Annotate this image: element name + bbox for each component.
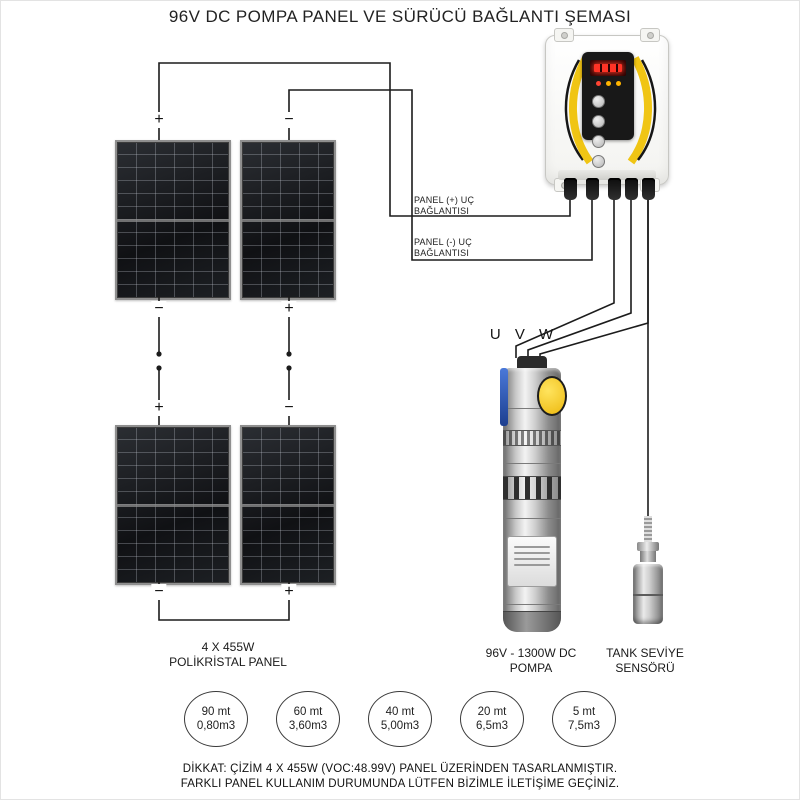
controller-button-icon xyxy=(592,135,605,148)
panel-negative-terminal-label: PANEL (-) UÇ BAĞLANTISI xyxy=(414,237,472,259)
solar-panel-4 xyxy=(240,425,336,585)
polarity-label: + xyxy=(151,112,167,128)
pump-nameplate xyxy=(507,536,557,587)
wire-pump-v xyxy=(527,196,632,360)
pump-yellow-sticker xyxy=(537,376,567,416)
badge-flow: 3,60m3 xyxy=(288,720,328,732)
badge-flow: 7,5m3 xyxy=(568,720,600,732)
caption-line: 4 X 455W xyxy=(201,640,255,654)
caption-line: SENSÖRÜ xyxy=(615,661,675,675)
status-led-icons xyxy=(582,81,634,86)
polarity-label: + xyxy=(151,400,167,416)
badge-depth: 5 mt xyxy=(572,706,596,718)
mounting-tab xyxy=(640,28,660,42)
tank-level-sensor xyxy=(628,516,668,628)
motor-terminals-label: U V W xyxy=(489,326,559,343)
pump-caption: 96V - 1300W DC POMPA xyxy=(486,646,577,676)
sensor-threaded-rod xyxy=(644,516,652,544)
pump-rib-section xyxy=(503,430,561,446)
polarity-label: − xyxy=(281,400,297,416)
polarity-label: − xyxy=(151,301,167,317)
controller-button-icon xyxy=(592,95,605,108)
pump-seam xyxy=(503,604,561,605)
capacity-badge: 90 mt 0,80m3 xyxy=(184,691,248,747)
yellow-swoosh-decoration xyxy=(564,56,657,165)
submersible-pump xyxy=(500,356,567,632)
polarity-label: − xyxy=(151,584,167,600)
capacity-badge: 40 mt 5,00m3 xyxy=(368,691,432,747)
sensor-float-body xyxy=(633,564,663,624)
cable-gland xyxy=(608,178,621,200)
pump-blue-cable xyxy=(500,368,508,426)
caption-line: POLİKRİSTAL PANEL xyxy=(169,655,287,669)
badge-flow: 5,00m3 xyxy=(380,720,420,732)
panel-positive-terminal-label: PANEL (+) UÇ BAĞLANTISI xyxy=(414,195,474,217)
sensor-collar xyxy=(640,551,656,562)
solar-panel-3 xyxy=(115,425,231,585)
warning-line: FARKLI PANEL KULLANIM DURUMUNDA LÜTFEN B… xyxy=(180,778,620,790)
cable-gland xyxy=(642,178,655,200)
label-line: BAĞLANTISI xyxy=(414,206,470,216)
caption-line: POMPA xyxy=(509,661,553,675)
pump-seam xyxy=(503,463,561,464)
pump-driver-controller xyxy=(545,28,669,192)
pump-seam xyxy=(503,518,561,519)
solar-panel-1 xyxy=(115,140,231,300)
polarity-label: − xyxy=(281,112,297,128)
warning-line: DİKKAT: ÇİZİM 4 X 455W (VOC:48.99V) PANE… xyxy=(182,763,618,775)
capacity-badge: 60 mt 3,60m3 xyxy=(276,691,340,747)
polarity-label: + xyxy=(281,584,297,600)
badge-depth: 20 mt xyxy=(477,706,507,718)
capacity-badge: 5 mt 7,5m3 xyxy=(552,691,616,747)
label-line: PANEL (+) UÇ xyxy=(414,195,475,205)
wire-pump-u xyxy=(515,196,615,358)
cable-gland xyxy=(625,178,638,200)
pump-motor-cap xyxy=(503,611,561,632)
wire-series-bottom-link xyxy=(158,581,290,621)
pump-seam xyxy=(503,408,561,409)
pump-cable-head xyxy=(517,356,547,371)
label-line: PANEL (-) UÇ xyxy=(414,237,472,247)
capacity-badges-row: 90 mt 0,80m3 60 mt 3,60m3 40 mt 5,00m3 2… xyxy=(0,691,800,747)
controller-display-panel xyxy=(582,52,634,168)
badge-flow: 6,5m3 xyxy=(476,720,508,732)
seven-segment-display xyxy=(590,60,626,76)
caption-line: 96V - 1300W DC xyxy=(485,646,577,660)
wire-panel-positive xyxy=(158,62,571,217)
label-line: BAĞLANTISI xyxy=(414,248,470,258)
caption-line: TANK SEVİYE xyxy=(606,646,684,660)
badge-depth: 90 mt xyxy=(201,706,231,718)
mounting-tab xyxy=(554,28,574,42)
controller-base-plate xyxy=(558,170,656,180)
controller-button-icon xyxy=(592,155,605,168)
sensor-caption: TANK SEVİYE SENSÖRÜ xyxy=(606,646,684,676)
badge-flow: 0,80m3 xyxy=(196,720,236,732)
badge-depth: 60 mt xyxy=(293,706,323,718)
connection-dots xyxy=(156,351,292,371)
cable-gland xyxy=(586,178,599,200)
warning-note: DİKKAT: ÇİZİM 4 X 455W (VOC:48.99V) PANE… xyxy=(0,762,800,792)
array-caption: 4 X 455W POLİKRİSTAL PANEL xyxy=(169,640,287,670)
polarity-label: + xyxy=(281,301,297,317)
solar-panel-2 xyxy=(240,140,336,300)
capacity-badge: 20 mt 6,5m3 xyxy=(460,691,524,747)
badge-depth: 40 mt xyxy=(385,706,415,718)
cable-gland xyxy=(564,178,577,200)
controller-button-icon xyxy=(592,115,605,128)
pump-intake-slots xyxy=(503,476,561,500)
wire-panel-negative xyxy=(288,89,593,261)
page-title: 96V DC POMPA PANEL VE SÜRÜCÜ BAĞLANTI ŞE… xyxy=(168,7,632,26)
controller-keypad xyxy=(592,95,624,168)
sensor-hex-nut xyxy=(637,542,659,551)
